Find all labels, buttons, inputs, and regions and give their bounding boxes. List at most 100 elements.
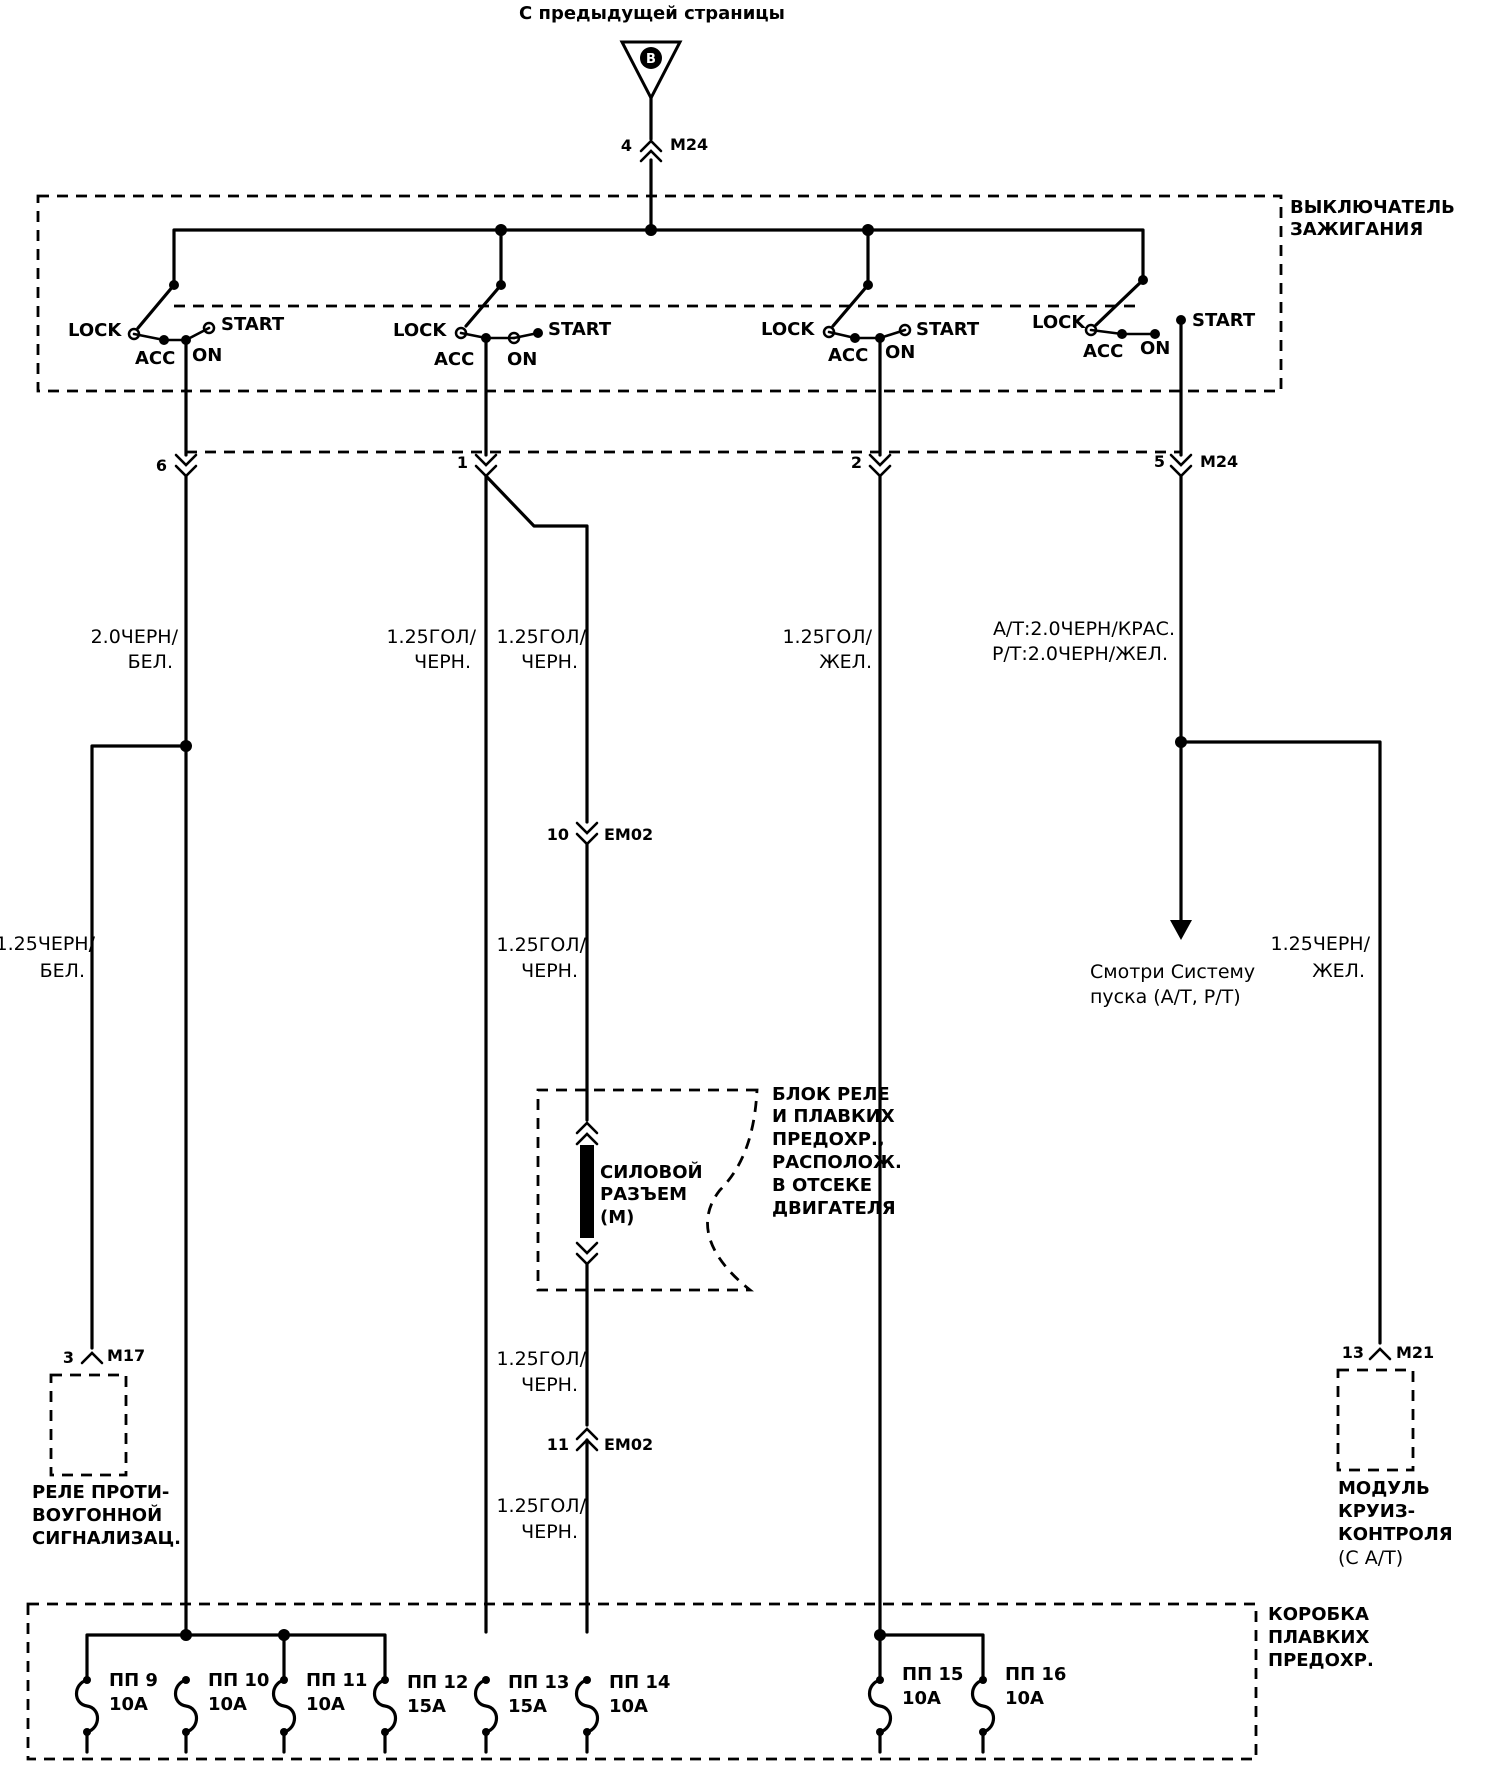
ignition-switch-section-4 [1084, 275, 1186, 339]
engine-relay-label-5: В ОТСЕКЕ [772, 1175, 872, 1196]
sw2-start-label: START [548, 319, 612, 340]
engine-relay-label-4: РАСПОЛОЖ. [772, 1152, 902, 1173]
pin-2-label: 2 [851, 453, 862, 472]
pin-5-label: 5 [1154, 452, 1165, 471]
wire-col3-branch [484, 474, 589, 824]
fuse-rating-label: 15А [508, 1696, 547, 1717]
ignition-switch-section-2 [454, 280, 543, 345]
engine-relay-label-2: И ПЛАВКИХ [772, 1106, 895, 1127]
m21-pin-label: 13 [1342, 1343, 1364, 1362]
m24-pin-2 [868, 453, 892, 478]
sw1-acc-label: ACC [135, 348, 175, 369]
sw3-on-label: ON [885, 342, 915, 363]
connector-b-triangle: B [619, 40, 683, 102]
fuse-rating-label: 10А [902, 1688, 941, 1709]
wire-col3-label-1: 1.25ГОЛ/ [496, 626, 586, 648]
fuse-name-label: ПП 14 [609, 1672, 670, 1693]
wire-col2-label-1: 1.25ГОЛ/ [386, 626, 476, 648]
wire-cruise-label-2: ЖЕЛ. [1312, 960, 1365, 982]
wire-alarm-label-2: БЕЛ. [40, 960, 85, 982]
em02-pin10-label: 10 [547, 825, 569, 844]
fuse-bus-right [878, 1633, 985, 1682]
fuse-rating-label: 10А [1005, 1688, 1044, 1709]
connector-m17 [80, 1351, 104, 1365]
wire-cruise-label-1: 1.25ЧЕРН/ [1271, 933, 1371, 955]
ignition-switch-section-1 [127, 280, 216, 345]
fuse-name-label: ПП 9 [109, 1670, 158, 1691]
ignition-switch-label-1: ВЫКЛЮЧАТЕЛЬ [1290, 197, 1455, 218]
sw4-lock-label: LOCK [1032, 312, 1086, 333]
wire-alarm-label-1: 1.25ЧЕРН/ [0, 933, 96, 955]
ignition-switch-label-2: ЗАЖИГАНИЯ [1290, 219, 1423, 240]
fuse-15: ПП 15 10А [867, 1664, 963, 1754]
wire-col3-label-4: ЧЕРН. [521, 960, 578, 982]
fuse-name-label: ПП 15 [902, 1664, 963, 1685]
fuse-rating-label: 15А [407, 1696, 446, 1717]
wire-col4-label-2: ЖЕЛ. [819, 651, 872, 673]
fuse-13: ПП 13 15А [473, 1672, 569, 1754]
connector-em02-pin10 [575, 821, 599, 846]
wire-col1-label-1: 2.0ЧЕРН/ [91, 626, 179, 648]
sw2-lock-label: LOCK [393, 320, 447, 341]
sw4-start-label: START [1192, 310, 1256, 331]
m24-pin-1 [474, 453, 498, 478]
wire-col3-label-5: 1.25ГОЛ/ [496, 1348, 586, 1370]
engine-relay-block-outline [536, 1088, 759, 1292]
fuse-name-label: ПП 12 [407, 1672, 468, 1693]
connector-m21 [1368, 1347, 1392, 1361]
fuse-name-label: ПП 10 [208, 1670, 269, 1691]
cruise-module-label-3: КОНТРОЛЯ [1338, 1524, 1453, 1545]
connector-m24-pin4 [639, 139, 663, 163]
power-connector-label-1: СИЛОВОЙ [600, 1161, 703, 1183]
wire-col3-label-8: ЧЕРН. [521, 1521, 578, 1543]
fuse-10: ПП 10 10А [173, 1670, 269, 1754]
m21-connector-label: M21 [1396, 1343, 1434, 1362]
cruise-module-label-2: КРУИЗ- [1338, 1501, 1415, 1522]
power-connector [575, 1121, 599, 1266]
wire-col5-label-2: Р/Т:2.0ЧЕРН/ЖЕЛ. [992, 643, 1168, 665]
fuse-name-label: ПП 11 [306, 1670, 367, 1691]
fuse-11: ПП 11 10А [271, 1670, 367, 1754]
sw2-acc-label: ACC [434, 349, 474, 370]
em02-pin11-label: 11 [547, 1435, 569, 1454]
fuse-box-label-3: ПРЕДОХР. [1268, 1650, 1374, 1671]
ignition-bus-wire [172, 228, 1145, 285]
em02-top-label: EM02 [604, 825, 653, 844]
engine-relay-label-1: БЛОК РЕЛЕ [772, 1084, 890, 1105]
em02-bottom-label: EM02 [604, 1435, 653, 1454]
wire-col3-label-7: 1.25ГОЛ/ [496, 1495, 586, 1517]
wire-col3-label-6: ЧЕРН. [521, 1374, 578, 1396]
sw2-on-label: ON [507, 349, 537, 370]
cruise-module-label-1: МОДУЛЬ [1338, 1478, 1430, 1499]
wire-col4-label-1: 1.25ГОЛ/ [782, 626, 872, 648]
pin-1-label: 1 [457, 453, 468, 472]
starter-ref-label-1: Смотри Систему [1090, 961, 1255, 983]
m17-pin-label: 3 [63, 1348, 74, 1367]
m24-pin-5 [1169, 453, 1193, 478]
fuse-name-label: ПП 13 [508, 1672, 569, 1693]
fuse-bus-left [85, 1633, 387, 1682]
sw1-start-label: START [221, 314, 285, 335]
alarm-relay-label-2: ВОУГОННОЙ [32, 1504, 162, 1526]
engine-relay-label-6: ДВИГАТЕЛЯ [772, 1198, 896, 1219]
connector-b-letter: B [646, 52, 656, 67]
fuse-rating-label: 10А [306, 1694, 345, 1715]
pin-6-label: 6 [156, 456, 167, 475]
fuse-rating-label: 10А [208, 1694, 247, 1715]
fuse-box-label-1: КОРОБКА [1268, 1604, 1369, 1625]
m17-connector-label: M17 [107, 1346, 145, 1365]
wire-col3-label-2: ЧЕРН. [521, 651, 578, 673]
alarm-relay-box [49, 1373, 128, 1477]
power-connector-label-3: (M) [600, 1207, 634, 1228]
wire-col1-label-2: БЕЛ. [128, 651, 173, 673]
alarm-relay-label-1: РЕЛЕ ПРОТИ- [32, 1482, 169, 1503]
fuse-box-label-2: ПЛАВКИХ [1268, 1627, 1369, 1648]
wire-col2-label-2: ЧЕРН. [414, 651, 471, 673]
sw3-acc-label: ACC [828, 345, 868, 366]
sw3-start-label: START [916, 319, 980, 340]
m24-bottom-connector-label: M24 [1200, 452, 1238, 471]
